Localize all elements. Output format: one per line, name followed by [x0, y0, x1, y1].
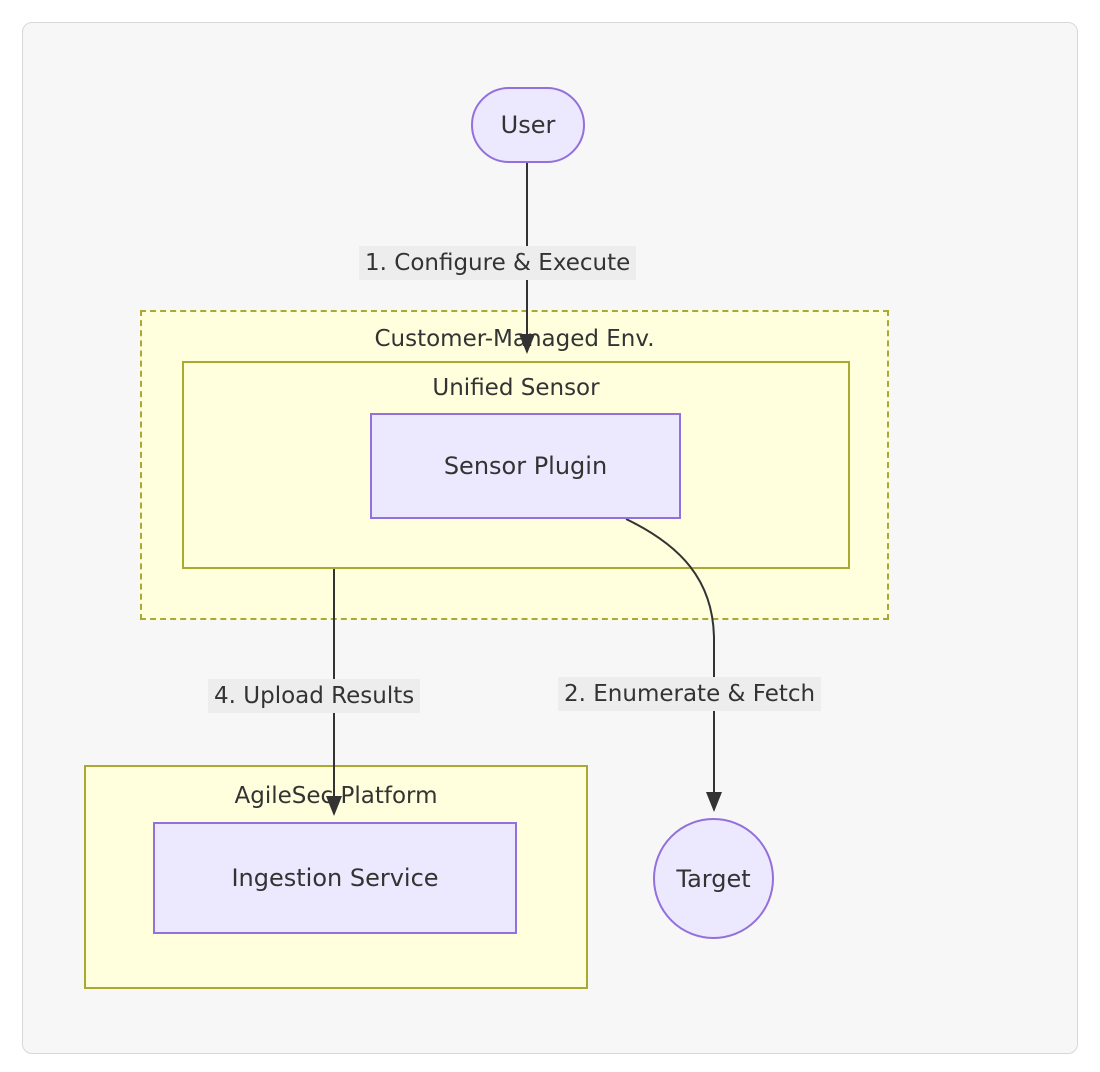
- node-ingestion-service[interactable]: Ingestion Service: [153, 822, 517, 934]
- subgraph-title-agilesec-platform: AgileSec Platform: [234, 783, 438, 809]
- node-user[interactable]: User: [471, 87, 585, 163]
- edge-label-upload-results: 4. Upload Results: [208, 679, 421, 713]
- subgraph-title-customer-managed-env: Customer-Managed Env.: [374, 326, 655, 352]
- edge-label-configure-and-execute: 1. Configure & Execute: [359, 246, 637, 280]
- node-target[interactable]: Target: [653, 818, 774, 939]
- edge-label-enumerate-and-fetch: 2. Enumerate & Fetch: [558, 677, 822, 711]
- node-sensor-plugin[interactable]: Sensor Plugin: [370, 413, 681, 519]
- subgraph-title-unified-sensor: Unified Sensor: [432, 375, 600, 401]
